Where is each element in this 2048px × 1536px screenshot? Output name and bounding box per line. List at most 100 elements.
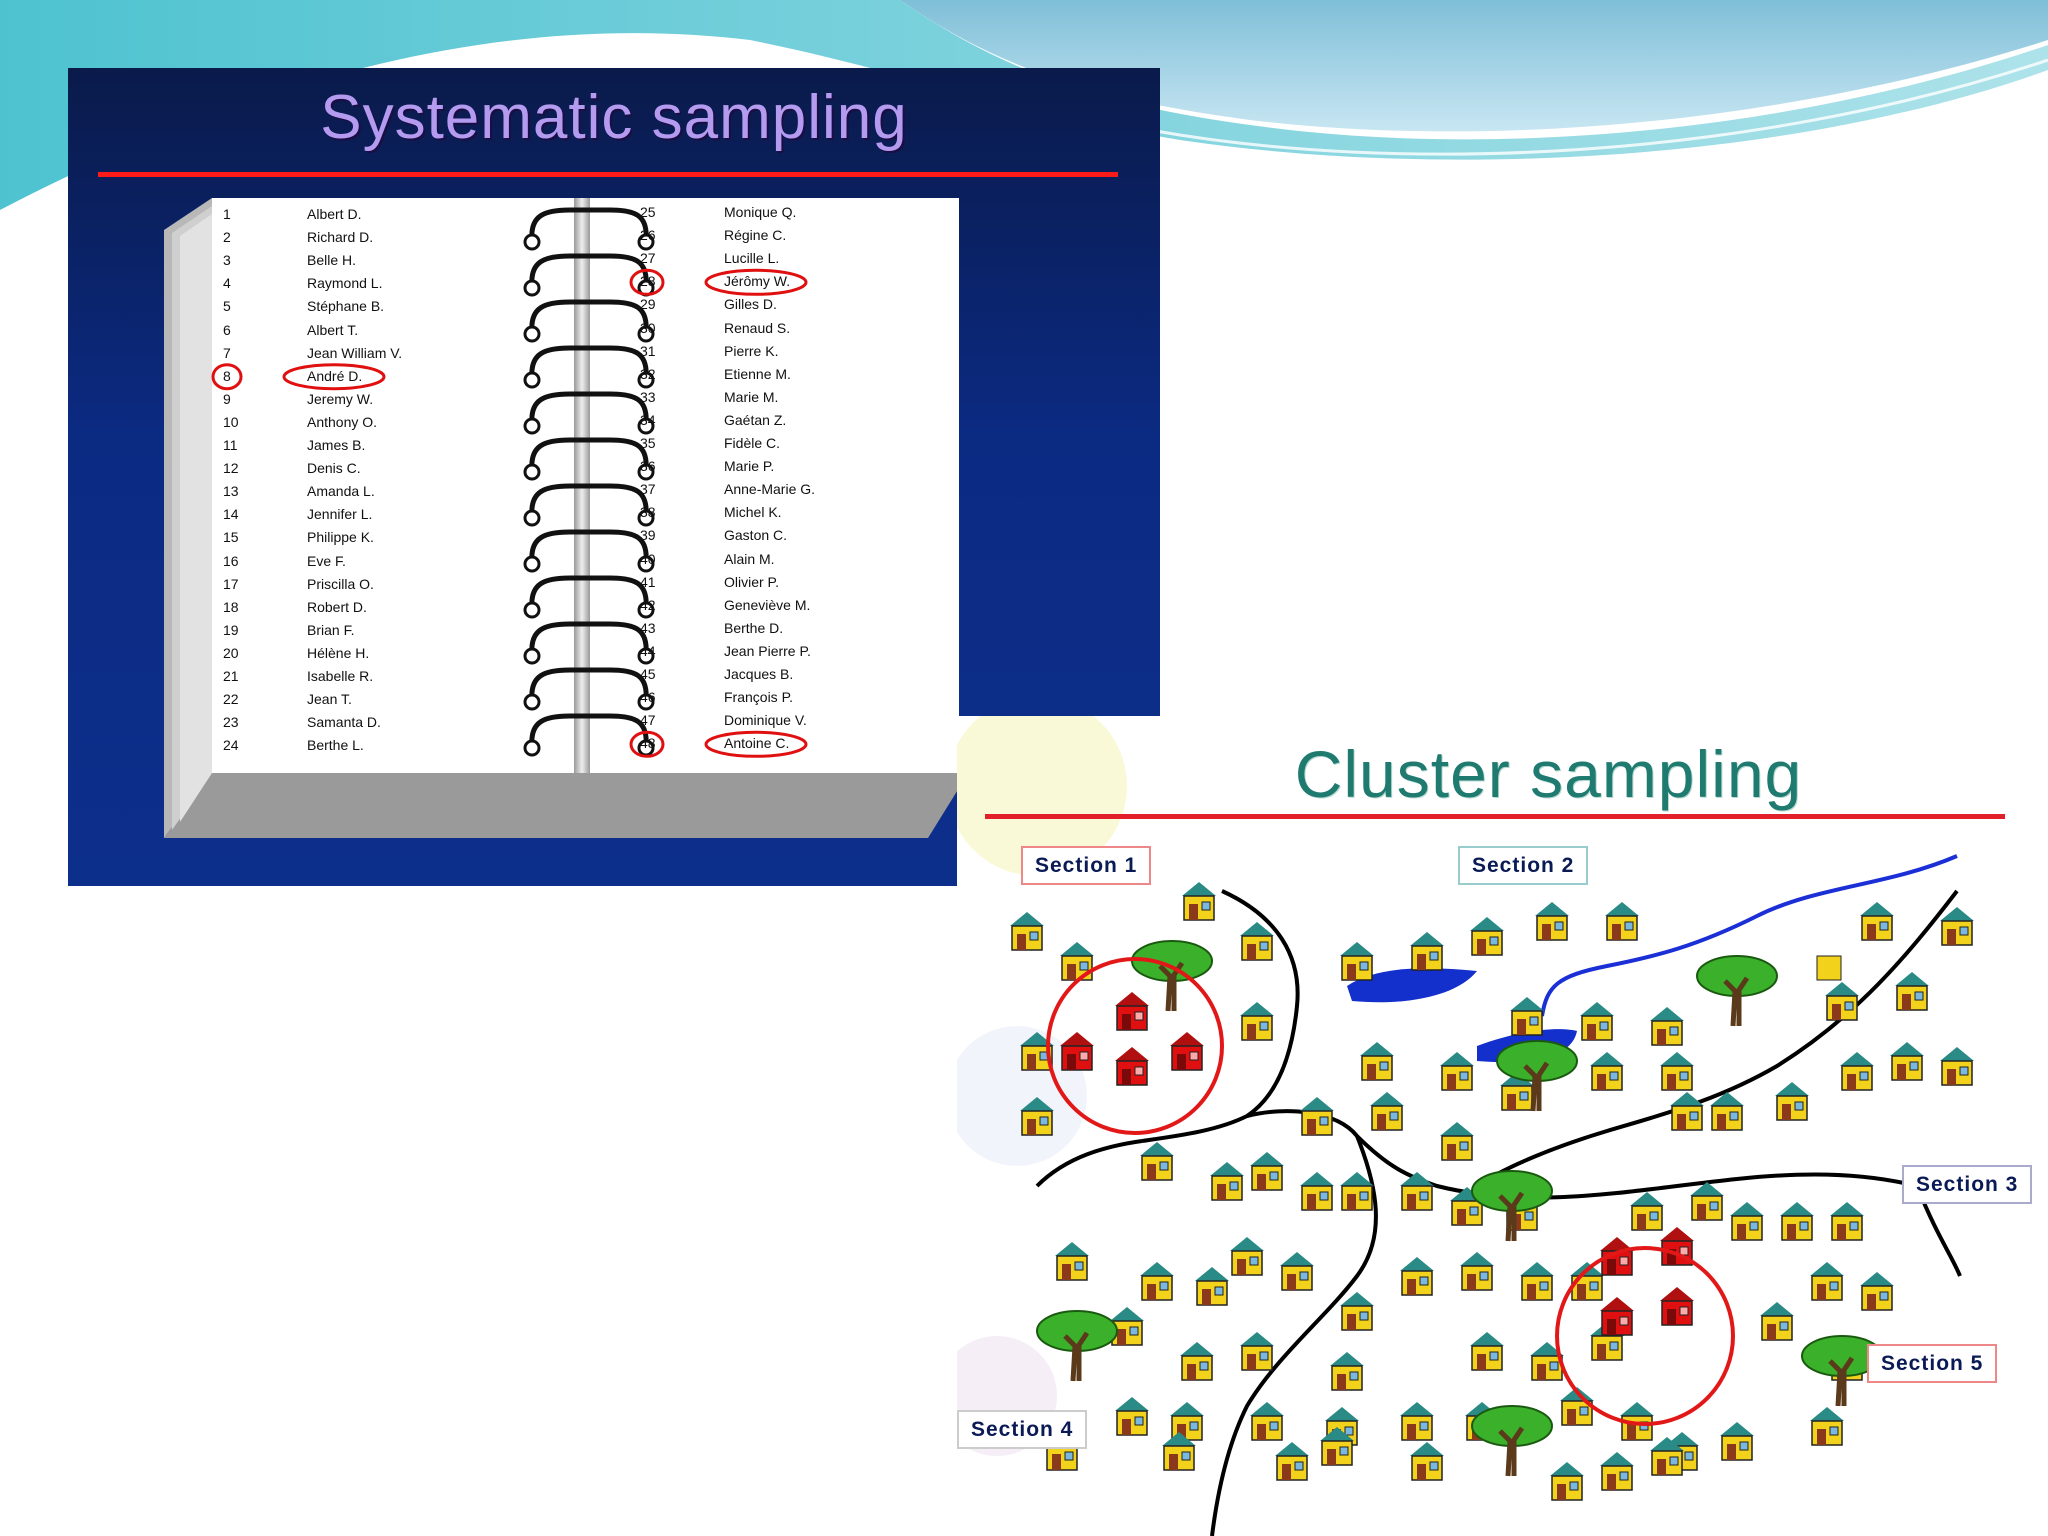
row-name: Priscilla O.: [307, 575, 374, 592]
house-icon: [1240, 1332, 1274, 1371]
house-icon: [1810, 1262, 1844, 1301]
row-number: 24: [223, 737, 239, 754]
binding-hole: [637, 233, 655, 251]
house-icon: [1230, 1237, 1264, 1276]
row-number: 42: [640, 596, 656, 613]
row-name: Albert T.: [307, 321, 359, 338]
house-icon: [1182, 882, 1216, 921]
row-name: Gilles D.: [724, 296, 777, 313]
row-number: 4: [223, 275, 231, 292]
row-number: 47: [640, 712, 656, 729]
row-name: Fidèle C.: [724, 435, 781, 451]
row-name: Samanta D.: [307, 714, 381, 731]
row-name: André D.: [307, 367, 363, 384]
selected-house-icon: [1060, 1032, 1094, 1071]
house-icon: [1730, 1202, 1764, 1241]
selected-house-icon: [1660, 1227, 1694, 1266]
title-underline: [985, 814, 2005, 819]
house-icon: [1940, 907, 1974, 946]
binding-hole: [637, 647, 655, 665]
row-number: 3: [223, 252, 231, 269]
row-number: 39: [640, 527, 656, 544]
house-icon: [1690, 1182, 1724, 1221]
house-icon: [1590, 1052, 1624, 1091]
house-icon: [1140, 1142, 1174, 1181]
house-icon: [1825, 982, 1859, 1021]
house-icon: [1830, 1202, 1864, 1241]
row-number: 12: [223, 460, 239, 477]
house-icon: [1550, 1462, 1584, 1501]
house-icon: [1775, 1082, 1809, 1121]
house-icon: [1280, 1252, 1314, 1291]
notebook-left-page: [212, 198, 577, 773]
row-name: Gaston C.: [724, 527, 788, 544]
house-icon: [1240, 1002, 1274, 1041]
house-icon: [1340, 1292, 1374, 1331]
row-number: 5: [223, 298, 231, 315]
house-icon: [1860, 1272, 1894, 1311]
house-icon: [1620, 1402, 1654, 1441]
house-icon: [1660, 1052, 1694, 1091]
house-icon: [1605, 902, 1639, 941]
row-name: Hélène H.: [307, 644, 370, 661]
binding-hole: [523, 279, 541, 297]
house-icon: [1520, 1262, 1554, 1301]
house-icon: [1780, 1202, 1814, 1241]
binding-hole: [637, 463, 655, 481]
row-name: Berthe D.: [724, 619, 784, 636]
house-icon: [1895, 972, 1929, 1011]
tree-icon: [1471, 1405, 1553, 1477]
binding-ring: [529, 667, 649, 701]
section-3-label: Section 3: [1902, 1165, 2033, 1204]
house-icon: [1650, 1437, 1684, 1476]
section-1-label: Section 1: [1021, 846, 1152, 885]
row-number: 16: [223, 552, 239, 569]
house-icon: [1720, 1422, 1754, 1461]
house-icon: [1410, 1442, 1444, 1481]
house-icon: [1590, 1322, 1624, 1361]
row-name: Gaétan Z.: [724, 411, 787, 428]
house-icon: [1760, 1302, 1794, 1341]
house-icon: [1440, 1052, 1474, 1091]
house-icon: [1816, 955, 1842, 981]
row-name: Amanda L.: [307, 483, 375, 500]
house-icon: [1250, 1402, 1284, 1441]
row-name: Anthony O.: [307, 413, 378, 430]
cluster-circle-1: [1046, 957, 1224, 1135]
binding-hole: [523, 463, 541, 481]
house-icon: [1370, 1092, 1404, 1131]
row-number: 34: [640, 411, 656, 428]
binding-ring: [529, 713, 649, 747]
selection-circle-number: [629, 730, 665, 758]
binding-ring: [529, 437, 649, 471]
binding-hole: [523, 417, 541, 435]
row-name: Michel K.: [724, 504, 782, 521]
binding-hole: [523, 325, 541, 343]
row-number: 26: [640, 227, 656, 244]
row-name: Berthe L.: [307, 737, 364, 754]
row-name: Richard D.: [307, 229, 374, 246]
house-icon: [1440, 1122, 1474, 1161]
systematic-sampling-title: Systematic sampling: [320, 83, 908, 152]
binding-hole: [637, 509, 655, 527]
row-name: François P.: [724, 689, 793, 706]
house-icon: [1580, 1002, 1614, 1041]
row-number: 22: [223, 691, 239, 708]
house-icon: [1710, 1092, 1744, 1131]
selection-circle-name: [704, 730, 808, 758]
binding-hole: [523, 555, 541, 573]
house-icon: [1810, 1407, 1844, 1446]
tree-icon: [1496, 1040, 1578, 1112]
row-name: Olivier P.: [724, 573, 779, 590]
house-icon: [1115, 1397, 1149, 1436]
cluster-sampling-title: Cluster sampling: [1294, 737, 1803, 811]
row-number: 44: [640, 642, 656, 659]
house-icon: [1410, 932, 1444, 971]
row-number: 1: [223, 206, 231, 222]
house-icon: [1600, 1452, 1634, 1491]
row-number: 30: [640, 319, 656, 336]
row-name: Raymond L.: [307, 275, 383, 292]
binding-hole: [523, 647, 541, 665]
binding-hole: [523, 371, 541, 389]
house-icon: [1650, 1007, 1684, 1046]
